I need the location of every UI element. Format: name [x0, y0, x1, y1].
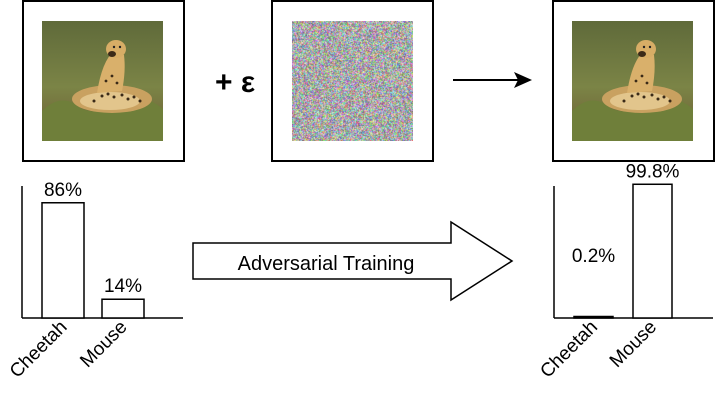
left-bar-cheetah	[41, 202, 85, 319]
left-category-label-mouse: Mouse	[76, 317, 131, 372]
adversarial-image-frame	[552, 0, 715, 162]
right-category-label-mouse: Mouse	[606, 317, 661, 372]
left-value-label-cheetah: 86%	[44, 180, 82, 201]
left-bar-chart: 86% Cheetah 14% Mouse	[6, 180, 183, 383]
left-value-label-mouse: 14%	[104, 276, 142, 297]
adversarial-cheetah-image	[572, 21, 693, 141]
noise-image-frame	[271, 0, 434, 162]
plus-epsilon-label: + ε	[215, 66, 256, 99]
right-value-label-cheetah: 0.2%	[572, 246, 615, 267]
noise-image	[292, 21, 413, 141]
original-image-frame	[22, 0, 185, 162]
right-bar-chart: 0.2% Cheetah 99.8% Mouse	[536, 161, 713, 382]
cheetah-image	[42, 21, 163, 141]
adversarial-training-label: Adversarial Training	[238, 253, 415, 275]
block-arrow-icon	[192, 220, 514, 302]
right-bar-mouse	[632, 183, 673, 319]
right-arrow-icon	[453, 72, 532, 88]
right-value-label-mouse: 99.8%	[626, 161, 680, 182]
right-bar-cheetah	[573, 315, 614, 319]
left-category-label-cheetah: Cheetah	[6, 317, 72, 383]
left-bar-mouse	[101, 298, 145, 319]
right-category-label-cheetah: Cheetah	[536, 317, 602, 383]
